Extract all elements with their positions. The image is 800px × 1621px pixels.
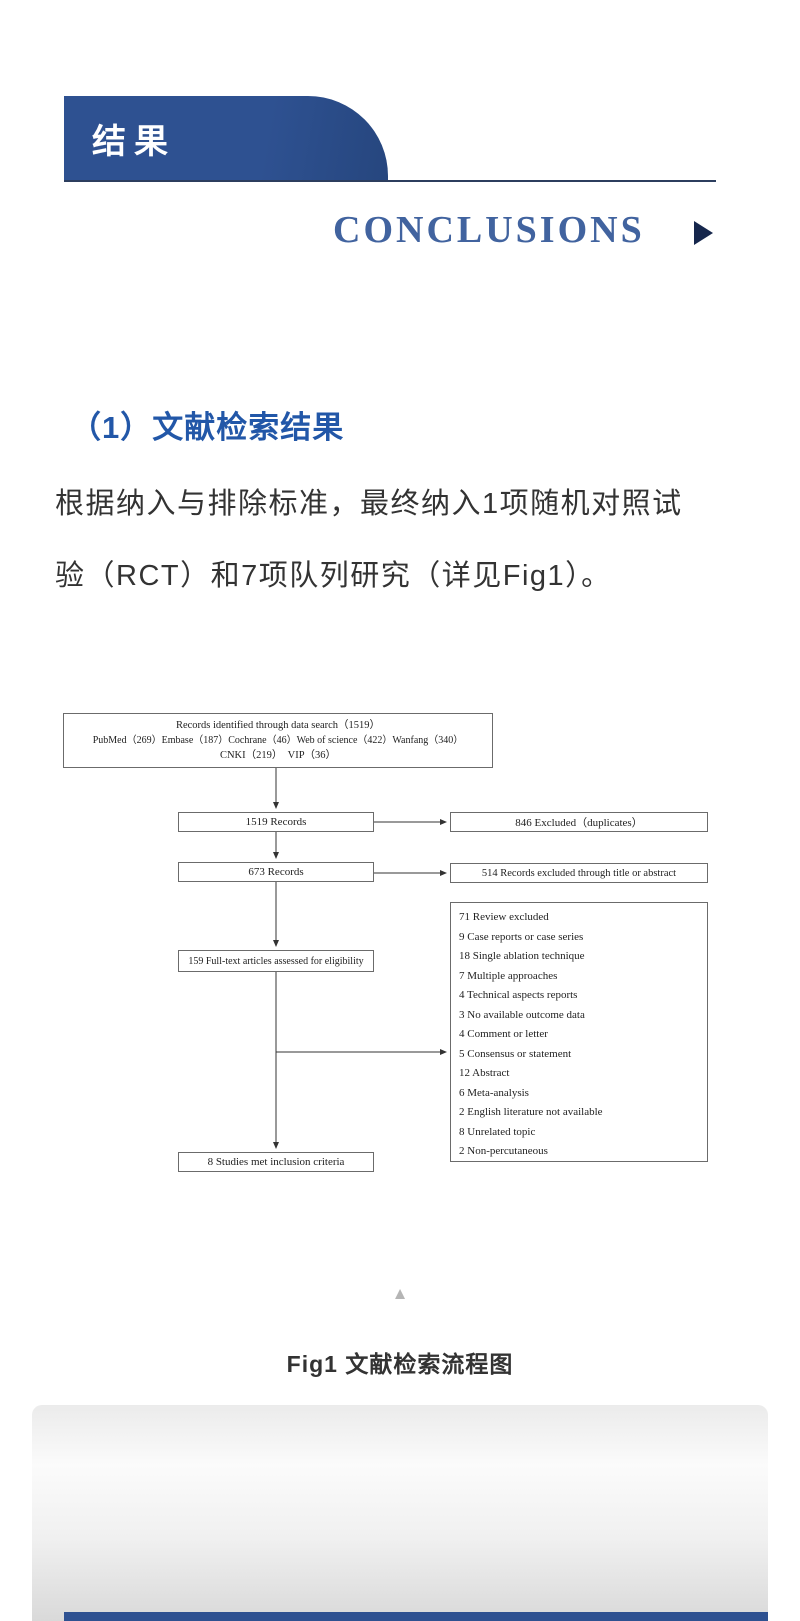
flow-box-8-included: 8 Studies met inclusion criteria bbox=[178, 1152, 374, 1172]
exclusion-reason: 7 Multiple approaches bbox=[459, 969, 558, 982]
identified-line-1: Records identified through data search（1… bbox=[175, 720, 381, 731]
body-line-2: 验（RCT）和7项队列研究（详见Fig1）。 bbox=[55, 560, 612, 592]
exclusion-reason: 2 Non-percutaneous bbox=[459, 1145, 548, 1157]
exclusion-reason: 6 Meta-analysis bbox=[459, 1086, 529, 1099]
identified-line-3: CNKI（219） VIP（36） bbox=[219, 750, 337, 761]
conclusions-label: CONCLUSIONS bbox=[333, 209, 645, 251]
flow-arrows bbox=[273, 768, 447, 1149]
banner-underline bbox=[64, 180, 716, 182]
exclusion-reason: 5 Consensus or statement bbox=[459, 1047, 572, 1060]
exclusion-reason: 9 Case reports or case series bbox=[459, 930, 584, 943]
flow-box-514-excluded: 514 Records excluded through title or ab… bbox=[450, 863, 708, 883]
flow-box-159-fulltext: 159 Full-text articles assessed for elig… bbox=[178, 950, 374, 972]
flow-box-673-records: 673 Records bbox=[178, 862, 374, 882]
banner-title: 结果 bbox=[92, 123, 176, 161]
flow-box-1519-records: 1519 Records bbox=[178, 812, 374, 832]
exclusion-reason: 71 Review excluded bbox=[459, 911, 549, 923]
flow-box-exclusion-reasons: 71 Review excluded 9 Case reports or cas… bbox=[450, 902, 708, 1162]
exclusion-reason: 12 Abstract bbox=[459, 1067, 510, 1079]
collapse-triangle-icon: ▲ bbox=[391, 1284, 409, 1303]
literature-search-flowchart: Records identified through data search（1… bbox=[63, 713, 711, 1175]
identified-line-2: PubMed（269）Embase（187）Cochrane（46）Web of… bbox=[92, 735, 464, 746]
figure-caption: Fig1 文献检索流程图 bbox=[286, 1351, 514, 1377]
conclusions-heading: CONCLUSIONS bbox=[0, 206, 800, 266]
exclusion-reason: 4 Comment or letter bbox=[459, 1028, 548, 1040]
exclusion-reason: 3 No available outcome data bbox=[459, 1008, 585, 1021]
flow-box-records-identified: Records identified through data search（1… bbox=[63, 713, 493, 768]
exclusion-reason: 18 Single ablation technique bbox=[459, 950, 585, 962]
exclusion-reason: 8 Unrelated topic bbox=[459, 1125, 536, 1138]
play-arrow-icon bbox=[694, 221, 713, 245]
body-paragraph: 根据纳入与排除标准，最终纳入1项随机对照试 验（RCT）和7项队列研究（详见Fi… bbox=[55, 468, 745, 612]
results-banner: 结果 bbox=[64, 96, 388, 181]
flow-box-846-excluded: 846 Excluded（duplicates） bbox=[450, 812, 708, 832]
section-heading: （1）文献检索结果 bbox=[70, 410, 345, 445]
exclusion-reason: 4 Technical aspects reports bbox=[459, 989, 578, 1001]
footer-gradient-card bbox=[32, 1405, 768, 1621]
body-line-1: 根据纳入与排除标准，最终纳入1项随机对照试 bbox=[55, 488, 683, 520]
next-section-banner-edge bbox=[64, 1612, 768, 1621]
exclusion-reason: 2 English literature not available bbox=[459, 1106, 603, 1118]
